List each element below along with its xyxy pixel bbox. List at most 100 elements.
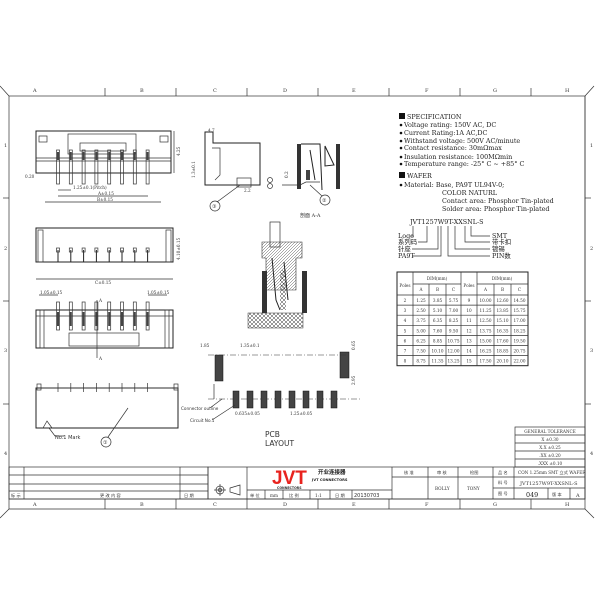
mated-section [247,221,307,329]
table-cell: 9.50 [449,328,459,333]
logo-subtitle: CONNECTORS [277,486,302,490]
table-cell: 8.75 [416,359,426,364]
table-cell: 12.60 [497,298,509,303]
column-label: C [213,88,217,94]
column-label: F [425,88,429,94]
pcb-dim-6: 2.95 [351,375,356,385]
table-cell: 20.75 [514,349,526,354]
connector-outline-label: Connector outline [181,406,219,411]
column-label: E [352,502,356,508]
column-label: H [565,88,570,94]
part-code: JVT1257W9T-XXSNL-S [409,218,484,226]
table-cell: 20.10 [497,359,509,364]
table-cell: 12 [466,328,472,333]
dim-b-label: B±0.15 [97,197,113,202]
spec-item: Voltage rating: 150V AC, DC [403,121,496,129]
part-label-lock: 带卡扣 [492,237,511,246]
table-cell: 12.00 [448,349,460,354]
offset-dimension: 0.20 [25,174,35,179]
table-header-dim: DIM(mm) [427,276,448,281]
table-cell: 6 [404,338,407,343]
approve-label: 核 准 [404,469,414,476]
part-label-smt: SMT [492,232,508,240]
table-cell: 10 [466,308,472,313]
pcb-pad [274,390,282,409]
table-cell: 18.85 [497,349,509,354]
top-view: 1.25±0.1(Pitch) A±0.15 B±0.15 0.20 4.25 … [25,130,196,203]
table-cell: 6.25 [416,338,426,343]
name-label: 品 名 [498,469,508,476]
section-width: 4.7 [208,128,215,133]
table-cell: 3.75 [416,318,426,323]
table-cell: 1.25 [416,298,426,303]
jvt-logo: JVT CONNECTORS 开业连接器 JVT CONNECTORS [272,468,348,490]
pcb-pad [288,390,296,409]
column-label: E [352,88,356,94]
circuit-no1-label: Circuit No.1 [190,418,215,423]
column-label: G [493,502,497,508]
pcb-layout-title-1: PCB [265,430,280,439]
reviewer-name: BOLLY [435,486,450,491]
wafer-material: Material: Base, PA9T UL94V-0; [404,181,504,189]
table-cell: 11.25 [480,308,492,313]
tolerance-title: GENERAL TOLERANCE [524,429,576,434]
table-cell: 8.25 [449,318,459,323]
wafer-line: Solder area: Phosphor Tin-plated [442,205,550,213]
product-name: CON 1.25mm SMT 立式 WAFER [518,469,586,475]
table-cell: 19.50 [514,338,526,343]
row-label: 4 [590,451,593,457]
tolerance-row: .XXX ±0.10 [538,461,563,466]
row-label: 1 [4,143,7,149]
pcb-pad [330,390,338,409]
table-cell: 15.00 [480,338,492,343]
table-cell: 15 [466,359,472,364]
tolerance-row: X.X ±0.25 [539,445,561,450]
pcb-dim-4: 1.25±0.05 [290,411,312,416]
row-label: 3 [4,348,7,354]
wafer-line: COLOR NATURL [442,189,498,197]
bottom-left-dim: 1.05±0.15 [40,290,62,295]
row-label: 2 [4,246,7,252]
table-col-header: B [501,287,504,292]
projection-symbol-icon [214,484,241,496]
table-cell: 5 [404,328,407,333]
table-cell: 7 [404,349,407,354]
revision-block: 标 示 更 改 内 容 日 期 [8,466,209,500]
table-cell: 2 [404,298,407,303]
column-label: G [493,88,497,94]
version-value: A [575,493,580,499]
bottom-view: 1.05±0.15 1.05±0.15 A A [35,290,174,361]
table-cell: 17.00 [514,318,526,323]
pin [132,149,137,185]
pin [120,149,124,185]
title-block: JVT CONNECTORS 开业连接器 JVT CONNECTORS 单 位 … [207,466,586,500]
pcb-layout-title-2: LAYOUT [265,439,294,448]
spec-item: Contact resistance: 30mΩmax [404,144,502,152]
scale-value: 1:1 [315,493,322,498]
table-cell: 13 [466,338,472,343]
table-col-header: A [483,287,488,292]
table-cell: 15.10 [497,318,509,323]
pin [94,301,99,331]
wafer-line: Contact area: Phosphor Tin-plated [442,197,554,205]
unit-value: mm [270,493,278,498]
drawing-number: 049 [526,491,538,499]
table-cell: 12.50 [480,318,492,323]
spec-heading: SPECIFICATION [407,113,462,121]
part-label-header: 针座 [398,244,411,253]
section-title: 剖面 A-A [300,212,321,219]
table-cell: 5.00 [416,328,426,333]
pcb-dim-1: 1.85 [200,343,210,348]
column-label: D [283,502,287,508]
table-cell: 13.25 [448,359,460,364]
column-label: C [213,502,217,508]
rev-content-label: 更 改 内 容 [100,492,121,499]
table-cell: 11.35 [432,359,444,364]
table-cell: 13.75 [480,328,492,333]
column-label: H [565,502,570,508]
column-label: F [425,502,429,508]
table-cell: 16.25 [480,349,492,354]
part-code-breakdown: JVT1257W9T-XXSNL-S Logo 系列码 针座 PA9T SMT … [398,218,511,260]
front-view: 4.10±0.15 C±0.15 [35,227,181,285]
general-tolerance: GENERAL TOLERANCE X ±0.30X.X ±0.25.XX ±0… [514,426,586,468]
